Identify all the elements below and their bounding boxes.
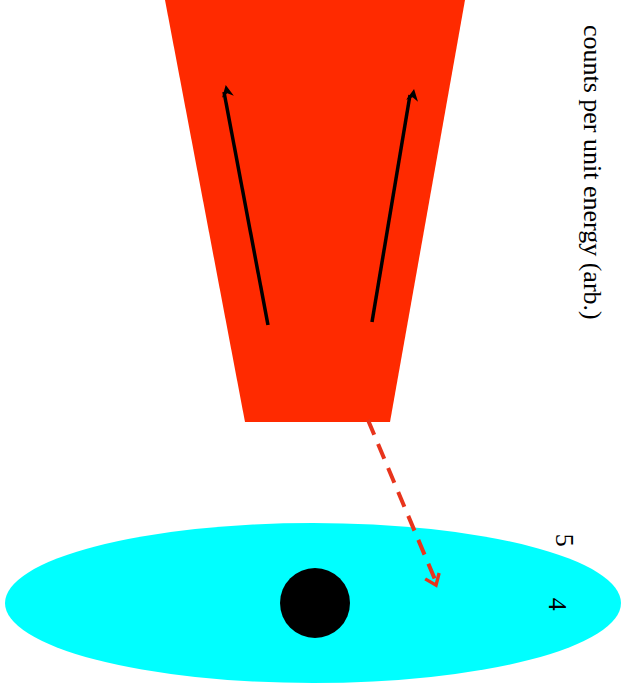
jet-flow-arrow [372,95,410,322]
irradiation-arrow [368,420,436,582]
black-hole [280,568,350,638]
axis-title: counts per unit energy (arb.) [577,25,606,320]
jet-cone [165,0,465,422]
accretion-disk [5,523,621,683]
tick-label: 4 [542,598,571,611]
jet-flow-arrow [224,92,268,325]
tick-label: 5 [549,534,578,547]
